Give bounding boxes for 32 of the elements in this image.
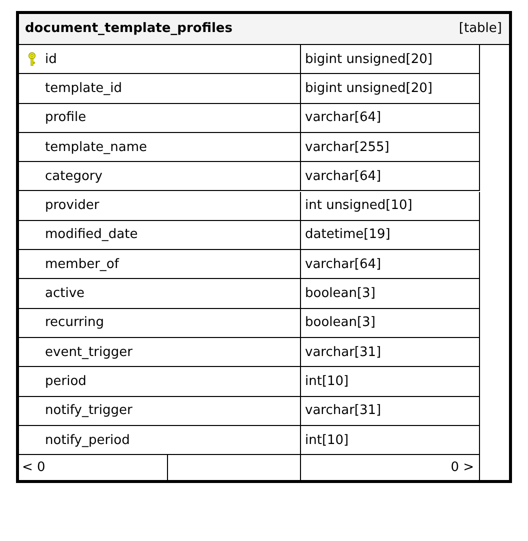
column-type-cell: int[10]: [301, 426, 480, 456]
table-name: document_template_profiles: [25, 21, 232, 37]
column-name-cell: profile: [19, 104, 301, 133]
column-name-cell: member_of: [19, 250, 301, 280]
column-type-cell: boolean[3]: [301, 308, 480, 338]
column-name-cell: provider: [19, 192, 301, 221]
column-type-cell: datetime[19]: [301, 220, 480, 250]
column-type-cell: int[10]: [301, 367, 480, 397]
column-type-cell: varchar[31]: [301, 338, 480, 368]
column-type-cell: varchar[64]: [301, 250, 480, 280]
column-name-cell: category: [19, 162, 301, 192]
column-type-cell: bigint unsigned[20]: [301, 45, 480, 74]
column-name-cell: template_id: [19, 74, 301, 104]
column-type-cell: int unsigned[10]: [301, 192, 480, 221]
row-count-cell: 0 >: [300, 455, 480, 480]
column-type-cell: bigint unsigned[20]: [301, 74, 480, 104]
column-name-cell: active: [19, 279, 301, 309]
column-name-cell: notify_period: [19, 426, 301, 456]
row-count-cell: < 0: [19, 455, 168, 480]
column-name-cell: event_trigger: [19, 338, 301, 368]
column-type-cell: varchar[255]: [301, 132, 480, 162]
database-table: [16, 11, 512, 483]
column-name-cell: period: [19, 367, 301, 397]
column-name-cell: template_name: [19, 132, 301, 162]
column-name-cell: modified_date: [19, 220, 301, 250]
column-type-cell: varchar[31]: [301, 396, 480, 426]
column-name-cell: recurring: [19, 308, 301, 338]
table-type-tag: [table]: [458, 21, 502, 37]
column-name-cell: notify_trigger: [19, 396, 301, 426]
column-type-cell: varchar[64]: [301, 162, 480, 192]
column-type-cell: varchar[64]: [301, 104, 480, 133]
column-type-cell: boolean[3]: [301, 279, 480, 309]
